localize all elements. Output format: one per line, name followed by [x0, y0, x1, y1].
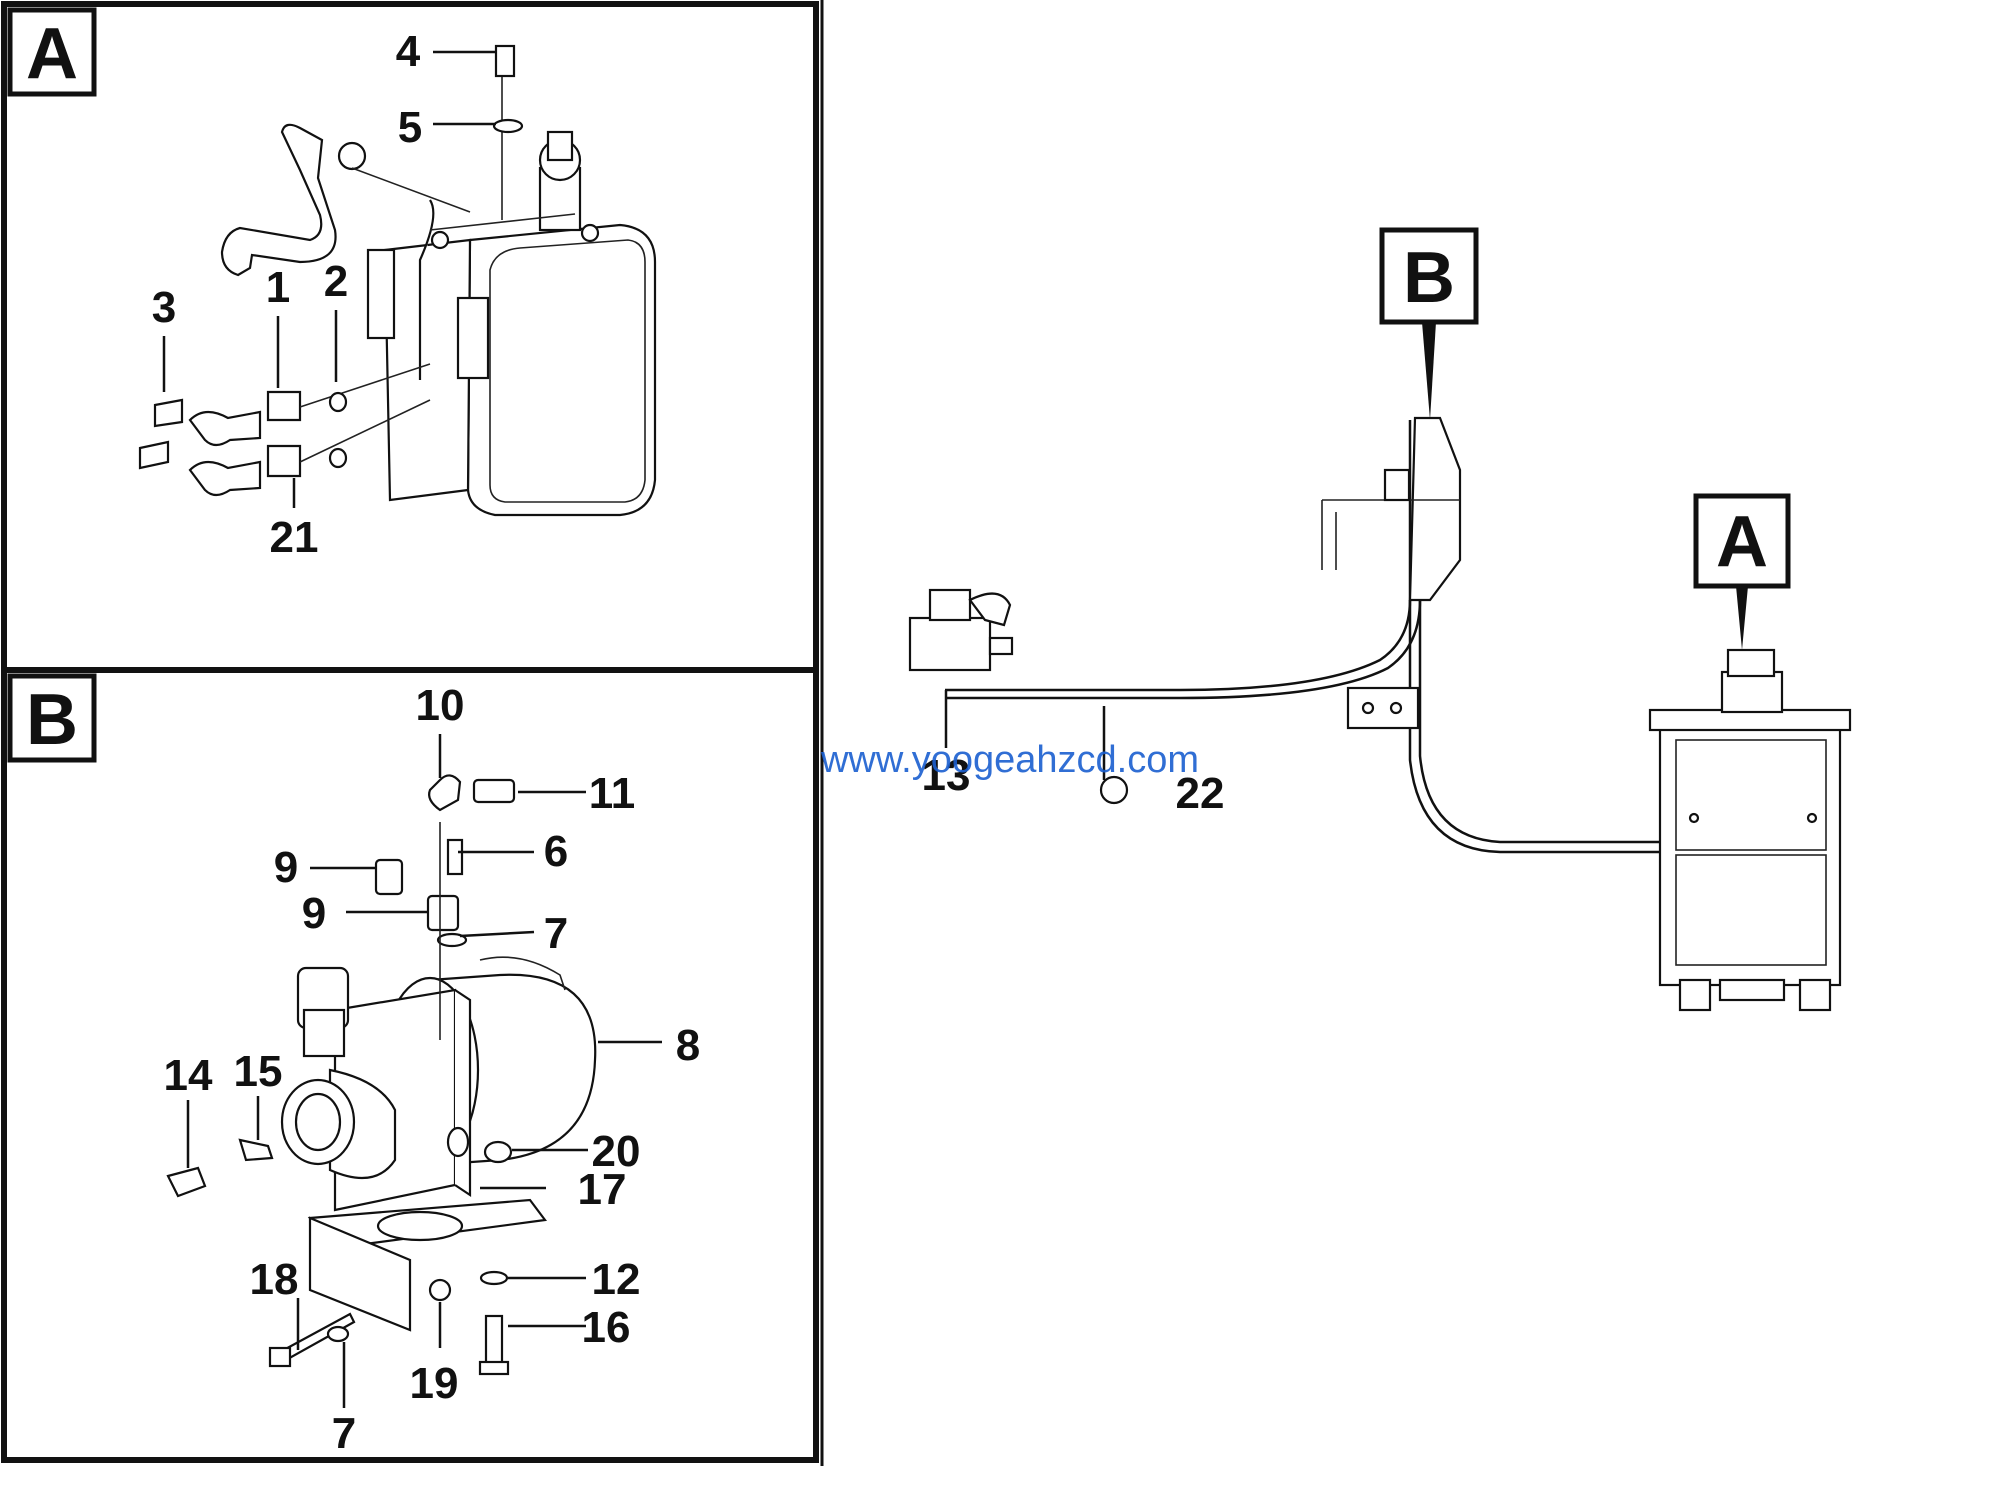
callout-21: 21	[270, 513, 319, 562]
panel-a-leaders	[162, 50, 496, 508]
callout-1: 1	[266, 263, 290, 312]
callout-16: 16	[582, 1303, 631, 1352]
callout-20: 20	[592, 1127, 641, 1176]
callout-10: 10	[416, 681, 465, 730]
callout-11: 11	[589, 769, 636, 818]
callout-17: 17	[578, 1165, 627, 1214]
overview-tag-b-label: B	[1403, 238, 1455, 318]
callout-9-lower: 9	[302, 889, 326, 938]
callout-5: 5	[398, 103, 422, 152]
tank-assembly-a	[138, 44, 657, 517]
callout-15: 15	[234, 1047, 283, 1096]
overview-tag-b: B	[1379, 227, 1479, 420]
callout-18: 18	[250, 1255, 299, 1304]
callout-19: 19	[410, 1359, 459, 1408]
callout-13: 13	[922, 751, 971, 800]
pump-motor-assembly-b	[166, 774, 597, 1376]
callout-2: 2	[324, 257, 348, 306]
overview-leaders	[944, 690, 1106, 780]
panel-b-tag-label: B	[26, 680, 78, 760]
panel-b-tag: B	[7, 673, 97, 763]
callout-6: 6	[544, 827, 568, 876]
callout-9-upper: 9	[274, 843, 298, 892]
overview-tag-a: A	[1693, 493, 1791, 650]
panel-b-frame	[1, 667, 819, 1463]
callout-8: 8	[676, 1021, 700, 1070]
panel-b-leaders	[186, 734, 662, 1408]
callout-7-lower: 7	[332, 1409, 356, 1458]
callout-14: 14	[164, 1051, 213, 1100]
overview-tag-a-label: A	[1716, 502, 1768, 582]
watermark-text: www.yoogeahzcd.com	[820, 739, 1199, 781]
panel-a-tag: A	[7, 7, 97, 97]
callout-12: 12	[592, 1255, 641, 1304]
callout-7-upper: 7	[544, 909, 568, 958]
callout-22: 22	[1176, 769, 1225, 818]
callout-4: 4	[396, 27, 421, 76]
overview-machine	[908, 416, 1852, 1012]
callout-3: 3	[152, 283, 176, 332]
panel-a-tag-label: A	[26, 14, 78, 94]
